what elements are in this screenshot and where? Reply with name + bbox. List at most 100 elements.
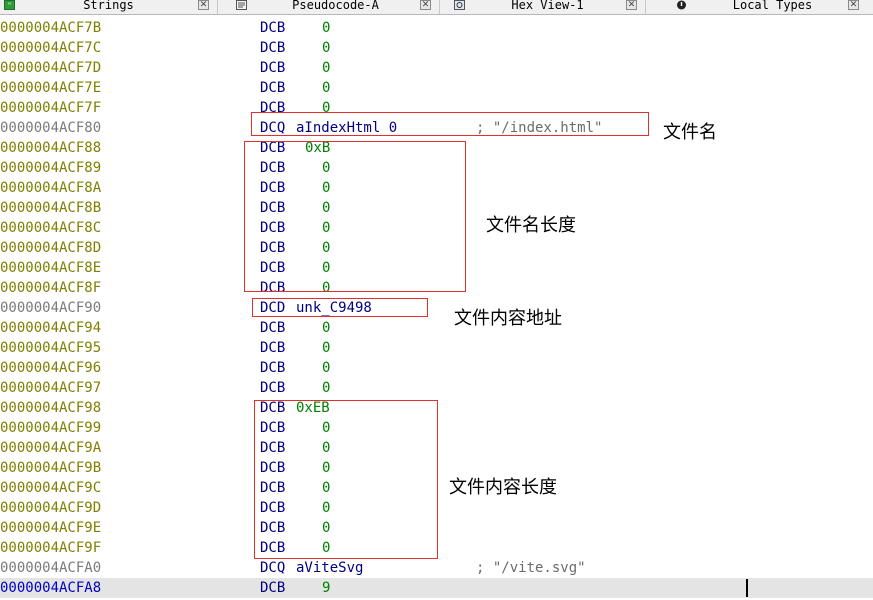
operand-value: 0	[322, 540, 331, 556]
hex-view-icon	[454, 0, 465, 10]
tab-strings[interactable]: " Strings ✕	[0, 0, 218, 14]
mnemonic: DCB	[260, 140, 286, 156]
mnemonic: DCB	[260, 80, 286, 96]
annotation-file-name-length: 文件名长度	[486, 215, 576, 236]
address: 0000004ACF97	[0, 380, 102, 396]
operand-value: 0	[322, 420, 331, 436]
operand-value: 0	[322, 280, 331, 296]
address: 0000004ACF8A	[0, 180, 102, 196]
address: 0000004ACFA0	[0, 560, 102, 576]
address: 0000004ACF9F	[0, 540, 102, 556]
mnemonic: DCB	[260, 180, 286, 196]
address: 0000004ACF7F	[0, 100, 102, 116]
tab-local-types[interactable]: Local Types ✕	[672, 0, 873, 14]
operand-value: 0xB	[305, 140, 331, 156]
annotation-file-content-address: 文件内容地址	[454, 308, 562, 329]
annotation-file-name: 文件名	[663, 122, 717, 143]
close-icon[interactable]: ✕	[848, 0, 859, 10]
operand-value: 9	[322, 580, 331, 596]
mnemonic: DCB	[260, 400, 286, 416]
mnemonic: DCQ	[260, 560, 286, 576]
operand-label[interactable]: unk_C9498	[296, 300, 372, 316]
operand-value: 0	[322, 220, 331, 236]
address: 0000004ACF89	[0, 160, 102, 176]
address: 0000004ACF96	[0, 360, 102, 376]
text-caret	[746, 579, 748, 597]
close-icon[interactable]: ✕	[198, 0, 209, 10]
mnemonic: DCB	[260, 60, 286, 76]
operand-value: 0	[322, 360, 331, 376]
mnemonic: DCB	[260, 340, 286, 356]
address: 0000004ACF80	[0, 120, 102, 136]
address: 0000004ACF8E	[0, 260, 102, 276]
address: 0000004ACF8B	[0, 200, 102, 216]
close-icon[interactable]: ✕	[626, 0, 637, 10]
operand-value: 0	[322, 260, 331, 276]
operand-value: 0	[322, 180, 331, 196]
address: 0000004ACF9A	[0, 440, 102, 456]
listing-row[interactable]: 0000004ACF9A DCB 0	[0, 438, 873, 458]
pseudocode-icon	[236, 0, 247, 10]
tab-hex-view-1[interactable]: Hex View-1 ✕	[450, 0, 646, 14]
mnemonic: DCB	[260, 540, 286, 556]
operand-label[interactable]: aIndexHtml_0	[296, 120, 398, 136]
listing-row[interactable]: 0000004ACF9F DCB 0	[0, 538, 873, 558]
address: 0000004ACF7E	[0, 80, 102, 96]
listing-row[interactable]: 0000004ACF8A DCB 0	[0, 178, 873, 198]
mnemonic: DCB	[260, 500, 286, 516]
strings-icon: "	[4, 0, 15, 10]
address: 0000004ACF7C	[0, 40, 102, 56]
address: 0000004ACF8C	[0, 220, 102, 236]
tab-pseudocode-a[interactable]: Pseudocode-A ✕	[232, 0, 440, 14]
listing-row[interactable]: 0000004ACF89 DCB 0	[0, 158, 873, 178]
local-types-icon	[676, 0, 687, 10]
mnemonic: DCB	[260, 420, 286, 436]
operand-value: 0	[322, 160, 331, 176]
mnemonic: DCB	[260, 200, 286, 216]
operand-value: 0	[322, 60, 331, 76]
mnemonic: DCB	[260, 320, 286, 336]
operand-value: 0	[322, 320, 331, 336]
mnemonic: DCB	[260, 40, 286, 56]
highlight-file-content-length	[254, 400, 438, 559]
operand-label[interactable]: aViteSvg	[296, 560, 364, 576]
mnemonic: DCB	[260, 160, 286, 176]
listing-row[interactable]: 0000004ACF94 DCB 0	[0, 318, 873, 338]
mnemonic: DCQ	[260, 120, 286, 136]
mnemonic: DCB	[260, 460, 286, 476]
address: 0000004ACF98	[0, 400, 102, 416]
address: 0000004ACF95	[0, 340, 102, 356]
close-icon[interactable]: ✕	[420, 0, 431, 10]
mnemonic: DCB	[260, 480, 286, 496]
operand-value: 0	[322, 440, 331, 456]
mnemonic: DCB	[260, 440, 286, 456]
mnemonic: DCB	[260, 20, 286, 36]
operand-value: 0	[322, 520, 331, 536]
highlight-file-content-address	[252, 298, 428, 317]
address: 0000004ACF94	[0, 320, 102, 336]
